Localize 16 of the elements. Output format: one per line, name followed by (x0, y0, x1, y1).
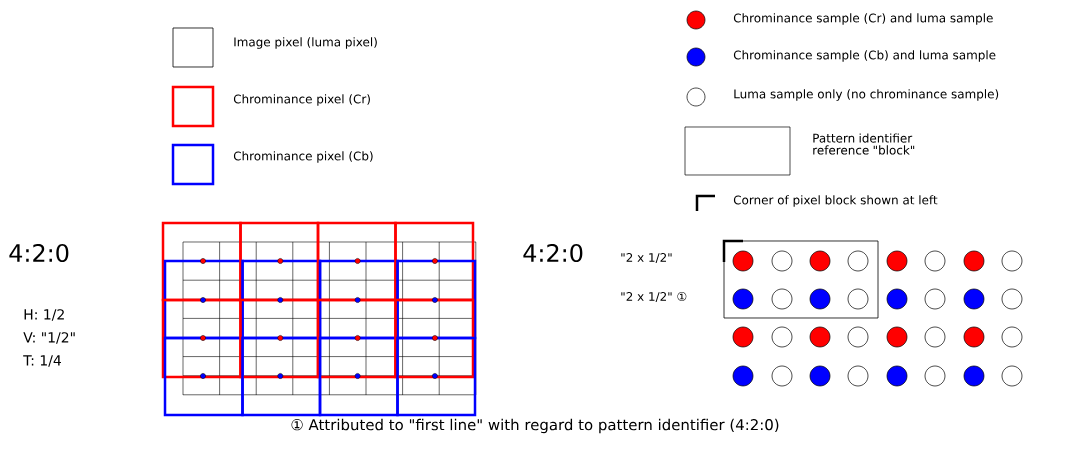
legend-text: Chrominance pixel (Cb) (233, 151, 373, 163)
label-text: H: 1/2 (24, 309, 64, 321)
label-text: "2 x 1/2" ① (621, 292, 687, 302)
legend-text: Chrominance pixel (Cr) (233, 94, 370, 106)
legend-text: Luma sample only (no chrominance sample) (734, 89, 999, 101)
legend-text: Pattern identifier reference "block" (813, 133, 915, 155)
label-text: V: "1/2" (23, 332, 75, 344)
legend-text: Image pixel (luma pixel) (234, 37, 377, 49)
label-text: 4:2:0 (523, 243, 583, 263)
legend-text: Chrominance sample (Cr) and luma sample (733, 13, 993, 25)
legend-text: Corner of pixel block shown at left (733, 195, 938, 207)
label-text: "2 x 1/2" (621, 253, 672, 263)
label-text: T: 1/4 (23, 355, 61, 367)
label-text: ① Attributed to "first line" with regard to pattern identifier (4:2:0) (291, 418, 779, 434)
legend-text: Chrominance sample (Cb) and luma sample (733, 50, 996, 62)
label-text: 4:2:0 (9, 243, 69, 263)
